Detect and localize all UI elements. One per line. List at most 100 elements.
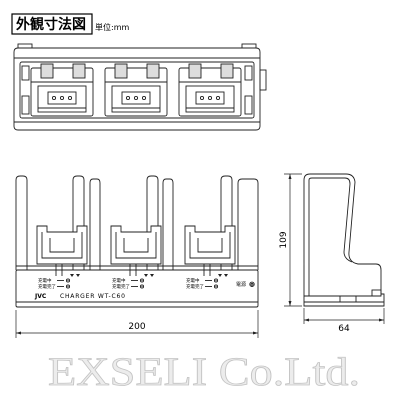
complete-label: 充電完了 [112, 283, 130, 290]
drawing-title: 外観寸法図 [16, 16, 86, 33]
led-marker-icon [224, 274, 228, 277]
led-center [215, 285, 217, 288]
charging-label: 充電中 [38, 277, 52, 284]
pocket-inner [123, 238, 149, 253]
side-foot [339, 295, 357, 303]
height-dimension: 109 [279, 173, 302, 307]
title-block: 外観寸法図 単位:mm [11, 13, 129, 35]
complete-led-icon [139, 284, 145, 289]
contact-pin [133, 95, 139, 101]
charging-led-icon [139, 278, 145, 283]
slot-back-post [146, 63, 160, 79]
side-rear-latch [371, 289, 382, 297]
top-view [13, 43, 267, 131]
front-pocket-2 [110, 225, 162, 265]
led-center [67, 285, 69, 288]
model-label: CHARGER WT-C60 [60, 293, 126, 300]
arrow-head-icon [16, 331, 21, 335]
top-view-left-block [21, 65, 30, 81]
front-post [237, 178, 259, 270]
pocket-outline [36, 225, 88, 265]
depth-value: 64 [338, 324, 350, 334]
arrow-head-icon [304, 318, 309, 322]
contact-pin [59, 95, 65, 101]
led-marker-icon [144, 274, 148, 277]
slot-contact-block [195, 91, 225, 105]
contact-pin [125, 95, 131, 101]
front-post [15, 175, 28, 270]
base-housing [15, 269, 259, 308]
complete-led-icon [213, 284, 219, 289]
led-marker-icon [76, 274, 80, 277]
contact-pin [199, 95, 205, 101]
side-inner-line [308, 177, 353, 296]
led-center [215, 279, 217, 282]
front-post [162, 178, 174, 270]
contact-pin [215, 95, 221, 101]
side-profile [303, 173, 385, 307]
pocket-inner [49, 238, 75, 253]
height-value: 109 [279, 231, 289, 248]
charging-label: 充電中 [112, 277, 126, 284]
slot-pocket [111, 85, 161, 113]
charging-led-icon [65, 278, 71, 283]
pocket-inner [189, 232, 231, 259]
led-marker-icon [70, 274, 74, 277]
power-label: 電源 [236, 281, 246, 288]
pocket-outline [184, 225, 236, 265]
arrow-head-icon [288, 174, 292, 179]
led-center [67, 279, 69, 282]
top-view-slot-3 [178, 63, 242, 117]
power-led-icon [249, 281, 255, 287]
complete-label: 充電完了 [38, 283, 56, 290]
title-frame [11, 13, 93, 35]
charging-led-icon [213, 278, 219, 283]
led-marker-icon [218, 274, 222, 277]
top-view-slot-1 [30, 63, 94, 117]
front-post [146, 175, 159, 270]
slot-indicators-3: 充電中 充電完了 [186, 277, 219, 290]
slot-pocket [37, 85, 87, 113]
slot-back-post [40, 63, 54, 79]
arrow-head-icon [288, 301, 292, 306]
complete-led-icon [65, 284, 71, 289]
front-pocket-3 [184, 225, 236, 265]
led-center [141, 279, 143, 282]
top-view-right-block [244, 95, 253, 115]
top-view-inner-frame [19, 61, 255, 119]
depth-dimension: 64 [303, 308, 385, 334]
slot-indicators-2: 充電中 充電完了 [112, 277, 145, 290]
width-dimension: 200 [15, 310, 259, 338]
top-view-slot-2 [104, 63, 168, 117]
unit-label: 単位:mm [95, 22, 129, 32]
top-view-connector [259, 69, 267, 91]
power-led-inner [250, 282, 254, 286]
slot-indicators-1: 充電中 充電完了 [38, 277, 71, 290]
arrow-head-icon [379, 318, 384, 322]
slot-back-post [72, 63, 86, 79]
slot-back-post [114, 63, 128, 79]
company-watermark: EXSELI Co.Ltd. [48, 349, 360, 394]
complete-label: 充電完了 [186, 283, 204, 290]
slot-back-post [220, 63, 234, 79]
slot-contact-block [121, 91, 151, 105]
pocket-inner [115, 232, 157, 259]
arrow-head-icon [253, 331, 258, 335]
pocket-inner [197, 238, 223, 253]
contact-pin [207, 95, 213, 101]
led-marker-icon [150, 274, 154, 277]
pocket-inner [41, 232, 83, 259]
front-pocket-1 [36, 225, 88, 265]
slot-pocket [185, 85, 235, 113]
front-post [89, 178, 101, 270]
charging-label: 充電中 [186, 277, 200, 284]
led-center [141, 285, 143, 288]
front-post [220, 175, 233, 270]
brand-logo: JVC [34, 293, 47, 300]
side-view [303, 173, 385, 307]
slot-contact-block [47, 91, 77, 105]
front-post [72, 175, 85, 270]
front-view: 充電中 充電完了 充電中 充電完了 充電中 充電完了 [15, 175, 259, 308]
